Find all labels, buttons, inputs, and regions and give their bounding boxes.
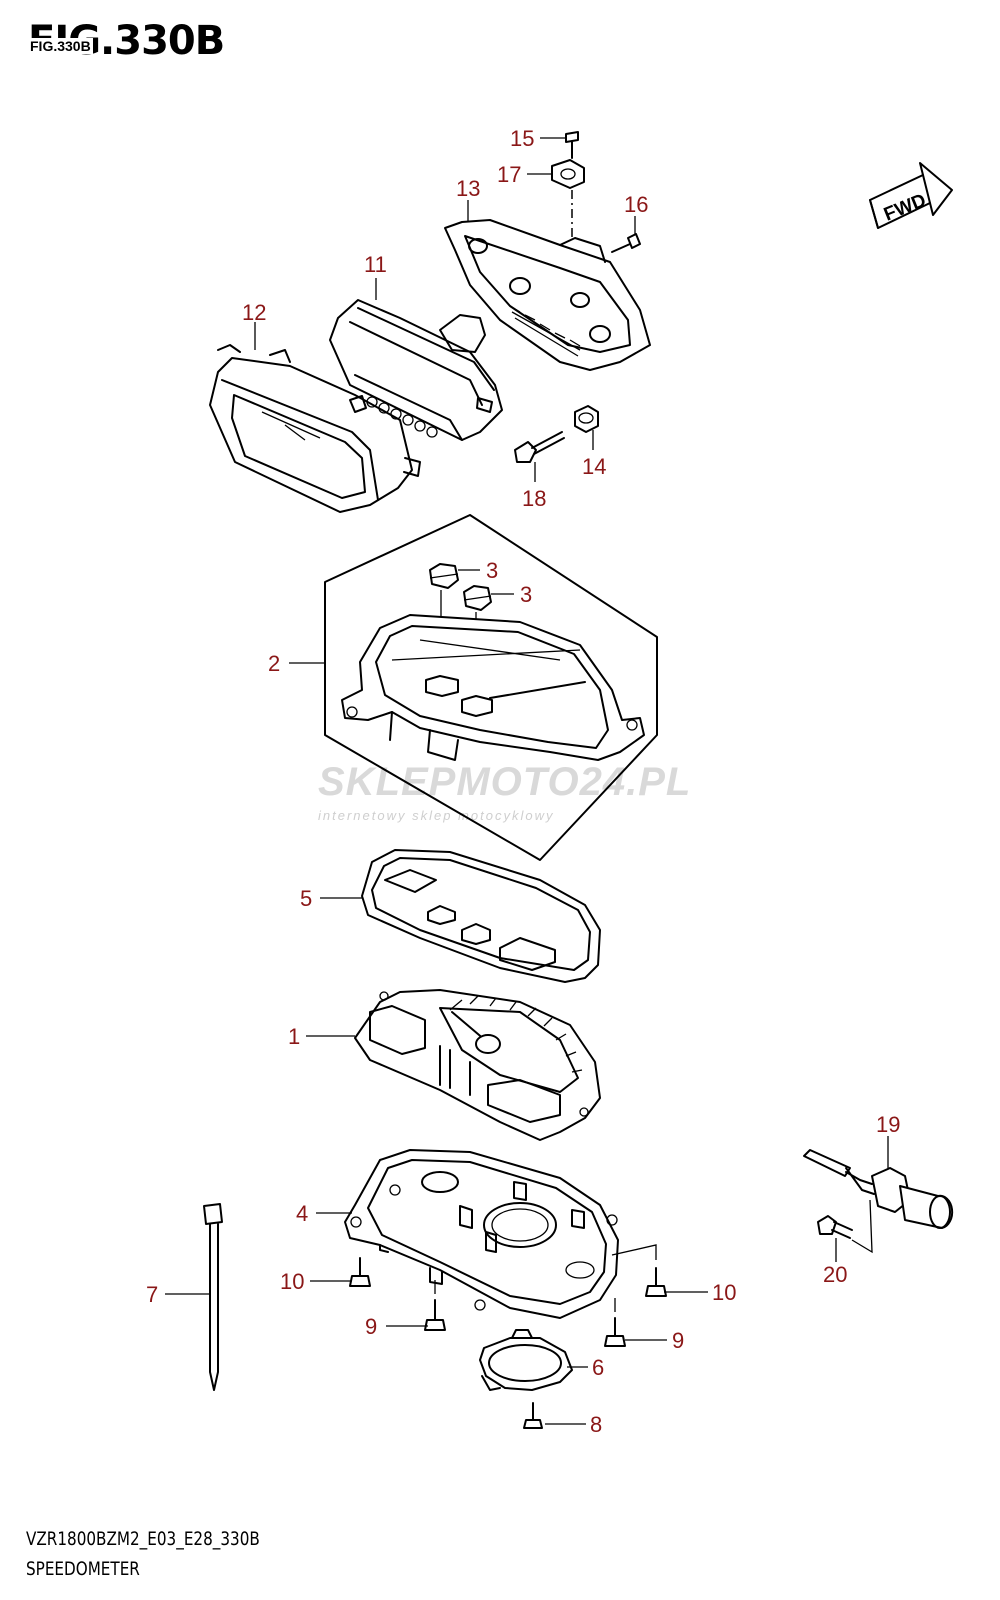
assembly-box-part-2 <box>324 514 658 861</box>
watermark: SKLEPMOTO24.PL internetowy sklep motocyk… <box>318 760 691 823</box>
callout-4: 4 <box>296 1201 308 1226</box>
callout-18: 18 <box>522 486 546 511</box>
callout-3a: 3 <box>486 558 498 583</box>
callout-10a: 10 <box>280 1269 304 1294</box>
part-8-screw-icon <box>523 1402 543 1429</box>
part-10-screw-left-icon <box>349 1257 371 1287</box>
model-code: VZR1800BZM2_E03_E28_330B <box>26 1528 260 1550</box>
part-9-screw-left-icon <box>424 1299 446 1331</box>
part-9-screw-right-icon <box>604 1317 626 1347</box>
callout-7: 7 <box>146 1282 158 1307</box>
part-16-screw-icon <box>611 233 641 253</box>
callout-11: 11 <box>364 252 387 277</box>
part-10-screw-right-icon <box>645 1267 667 1297</box>
part-13-meter-bracket <box>444 219 651 371</box>
part-14-grommet-icon <box>574 405 599 433</box>
part-20-bolt-icon <box>817 1215 853 1239</box>
part-18-bolt-icon <box>514 431 565 463</box>
callout-13: 13 <box>456 176 480 201</box>
figure-title-overprint: FIG.330B <box>28 38 93 54</box>
part-3-cushion-a-icon <box>429 563 459 589</box>
callout-6: 6 <box>592 1355 604 1380</box>
callout-10b: 10 <box>712 1280 736 1305</box>
callout-19: 19 <box>876 1112 900 1137</box>
part-6-ring-seal <box>479 1329 573 1391</box>
callout-20: 20 <box>823 1262 847 1287</box>
part-15-screw-icon <box>565 131 579 159</box>
callout-12: 12 <box>242 300 266 325</box>
part-3-cushion-b-icon <box>463 585 492 611</box>
watermark-tagline: internetowy sklep motocyklowy <box>318 808 554 823</box>
part-7-cable-tie-icon <box>203 1203 223 1391</box>
part-17-clamp-icon <box>551 159 585 189</box>
part-19-speed-sensor <box>803 1149 954 1229</box>
callout-9a: 9 <box>365 1314 377 1339</box>
part-4-lower-case <box>344 1149 619 1319</box>
callout-17: 17 <box>497 162 521 187</box>
leader-lines <box>165 137 889 1425</box>
callouts: 1 2 3 3 4 5 6 7 8 9 9 10 10 11 12 13 14 … <box>146 126 900 1437</box>
callout-2: 2 <box>268 651 280 676</box>
diagram-name: SPEEDOMETER <box>26 1558 140 1580</box>
callout-16: 16 <box>624 192 648 217</box>
callout-14: 14 <box>582 454 606 479</box>
watermark-brand: SKLEPMOTO24.PL <box>318 760 691 804</box>
part-1-meter-assembly <box>354 989 601 1141</box>
part-2-upper-case <box>341 614 645 761</box>
callout-15: 15 <box>510 126 534 151</box>
part-12-outer-cover <box>209 344 421 513</box>
part-5-frame-gasket <box>361 849 601 983</box>
fwd-arrow-icon: FWD <box>869 162 953 229</box>
callout-3b: 3 <box>520 582 532 607</box>
callout-1: 1 <box>288 1024 300 1049</box>
callout-5: 5 <box>300 886 312 911</box>
callout-9b: 9 <box>672 1328 684 1353</box>
callout-8: 8 <box>590 1412 602 1437</box>
part-11-lower-housing <box>329 299 503 441</box>
